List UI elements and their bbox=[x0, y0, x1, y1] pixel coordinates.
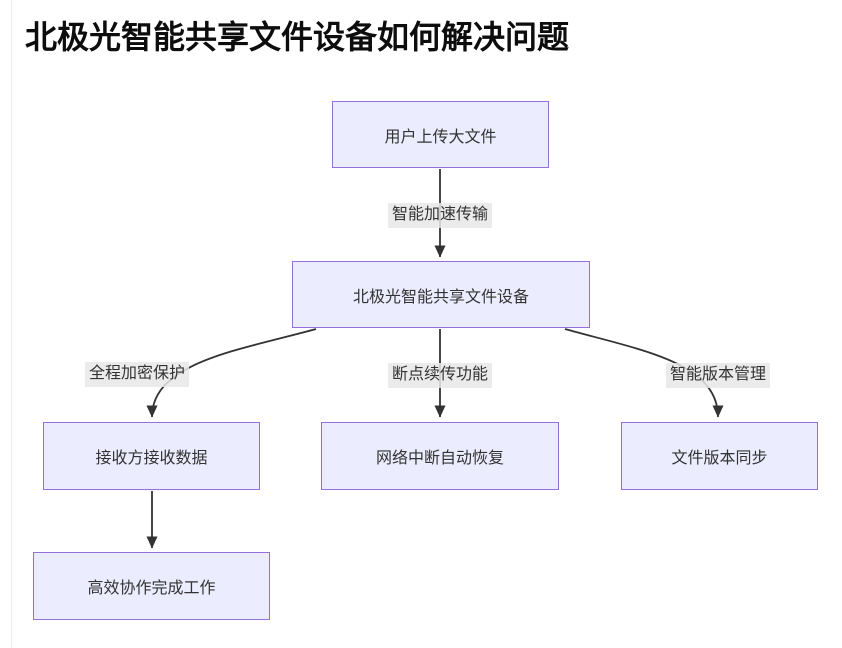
node-version-sync: 文件版本同步 bbox=[621, 422, 818, 490]
node-efficient-collaboration: 高效协作完成工作 bbox=[33, 552, 270, 620]
node-receiver-data: 接收方接收数据 bbox=[43, 422, 260, 490]
node-sharing-device: 北极光智能共享文件设备 bbox=[292, 261, 590, 328]
edge-label-full-encryption: 全程加密保护 bbox=[84, 362, 190, 387]
page-title: 北极光智能共享文件设备如何解决问题 bbox=[25, 19, 570, 55]
edge-label-resume-transfer: 断点续传功能 bbox=[387, 363, 493, 388]
node-network-recovery: 网络中断自动恢复 bbox=[321, 422, 559, 490]
left-border-divider bbox=[11, 0, 12, 648]
edge-device-to-receiver bbox=[146, 328, 317, 418]
edge-label-smart-acceleration: 智能加速传输 bbox=[387, 203, 493, 228]
edge-device-to-version bbox=[564, 328, 724, 418]
edge-label-version-management: 智能版本管理 bbox=[665, 363, 771, 388]
node-user-upload: 用户上传大文件 bbox=[332, 101, 549, 168]
